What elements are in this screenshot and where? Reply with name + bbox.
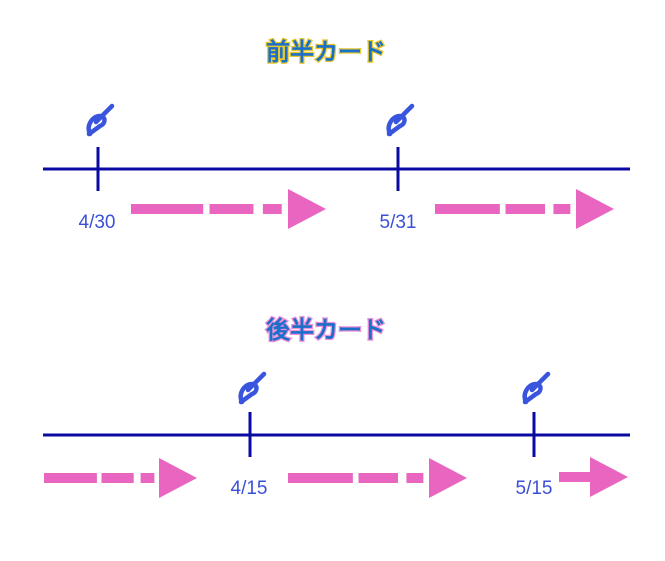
cut-mark-icon <box>386 103 415 137</box>
date-label: 5/15 <box>516 478 553 499</box>
dashed-arrow-icon <box>288 458 467 498</box>
arrow-head <box>576 189 614 229</box>
date-label: 5/31 <box>380 212 417 233</box>
cut-mark-icon <box>522 371 551 405</box>
arrow-dash <box>209 204 254 214</box>
date-label: 4/30 <box>79 212 116 233</box>
arrow-dash <box>140 473 155 483</box>
dashed-arrow-icon <box>435 189 614 229</box>
second-half-section: 後半カード 4/15 5/15 <box>43 315 630 499</box>
cut-mark-icon <box>238 371 267 405</box>
section-title: 後半カード <box>266 316 386 344</box>
arrow-dash <box>553 204 571 214</box>
first-half-section: 前半カード 4/30 5/31 <box>43 37 630 233</box>
arrow-dash <box>505 204 545 214</box>
arrow-head <box>288 189 326 229</box>
arrow-dash <box>406 473 424 483</box>
arrow-head <box>429 458 467 498</box>
arrow-dash <box>358 473 398 483</box>
arrow-dash <box>131 204 204 214</box>
arrow-dash <box>288 473 353 483</box>
date-label: 4/15 <box>231 478 268 499</box>
cut-mark-icon <box>86 103 115 137</box>
arrow-shaft <box>559 472 591 482</box>
dashed-arrow-icon <box>131 189 326 229</box>
arrow-head <box>159 458 197 498</box>
arrow-dash <box>44 473 97 483</box>
arrow-dash <box>101 473 134 483</box>
section-title: 前半カード <box>266 38 386 66</box>
solid-arrow-icon <box>559 457 628 497</box>
dashed-arrow-icon <box>44 458 197 498</box>
arrow-dash <box>435 204 500 214</box>
arrow-head <box>590 457 628 497</box>
arrow-dash <box>262 204 282 214</box>
